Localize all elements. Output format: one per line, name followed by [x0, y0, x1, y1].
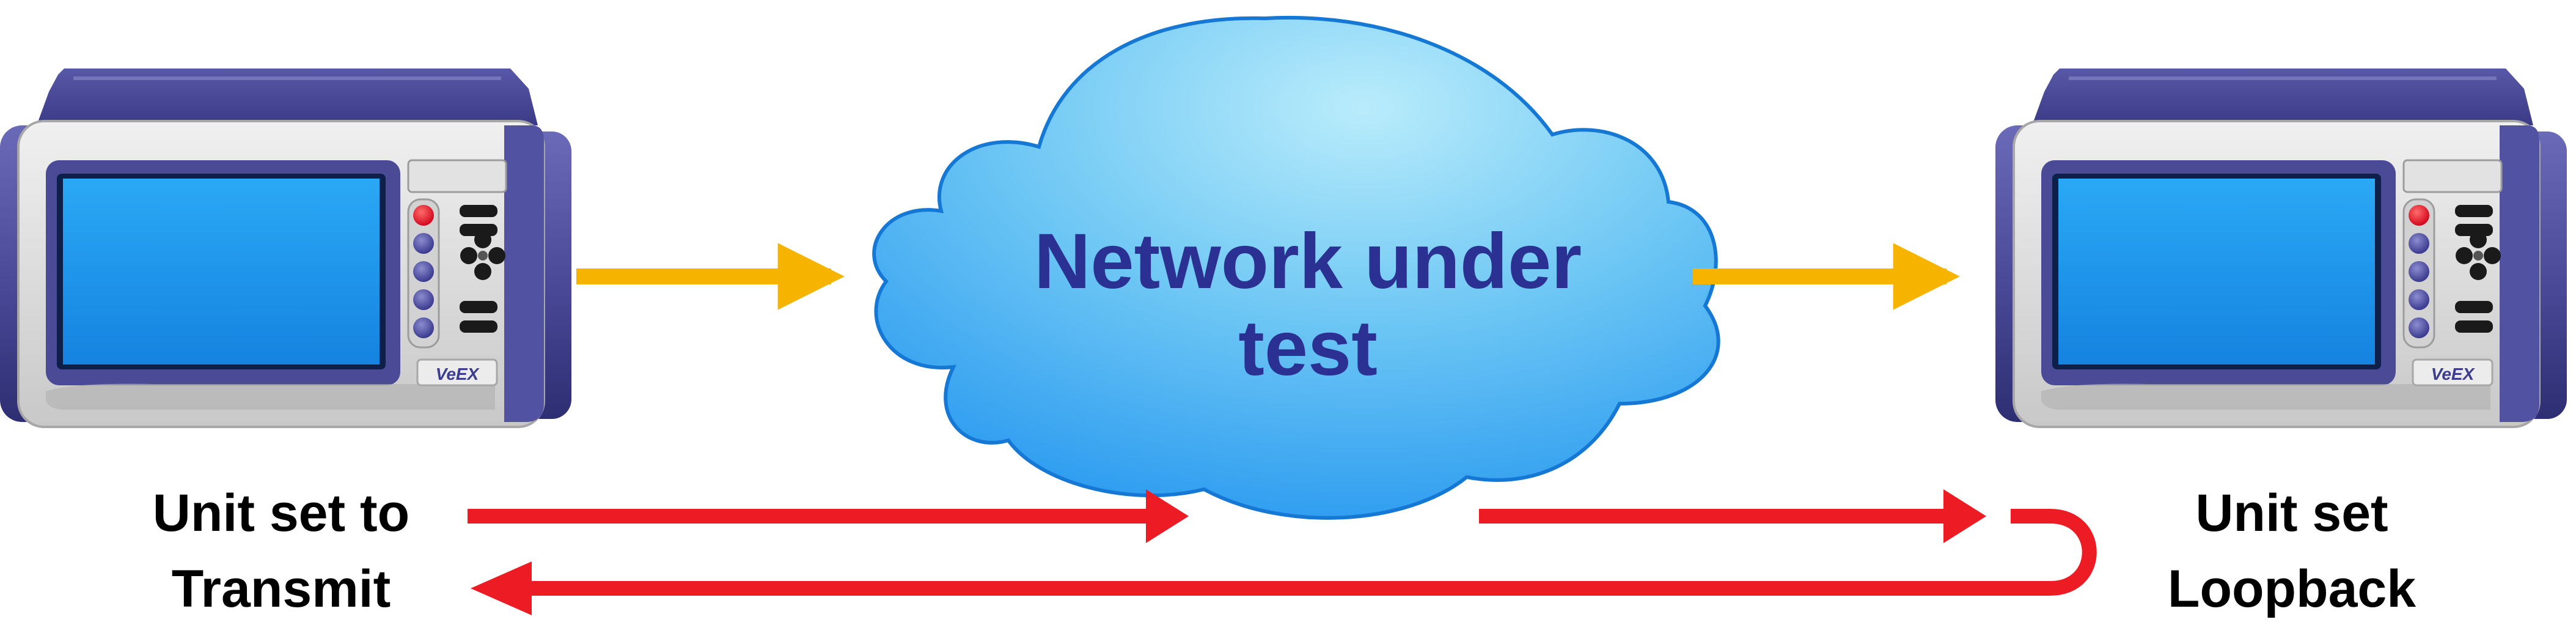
device-logo-left: VeEX — [436, 365, 480, 383]
network-cloud — [872, 15, 1720, 520]
red-arrow-head-2 — [1943, 489, 1986, 543]
loopback-label-line2: Loopback — [2167, 560, 2416, 618]
transmit-label-line1: Unit set to — [152, 484, 410, 542]
red-arrow-head-return — [471, 561, 532, 615]
cloud-label-line2: test — [1238, 305, 1378, 392]
transmit-label-line2: Transmit — [171, 560, 391, 618]
loopback-unit — [1995, 68, 2567, 427]
loopback-label-line1: Unit set — [2195, 484, 2388, 542]
loopback-curve — [526, 509, 2097, 596]
signal-path — [468, 489, 2097, 615]
cloud-label-line1: Network under — [1033, 218, 1582, 305]
device-logo-right: VeEX — [2431, 365, 2476, 383]
transmit-unit — [0, 68, 571, 427]
red-arrow-head-1 — [1146, 489, 1189, 543]
